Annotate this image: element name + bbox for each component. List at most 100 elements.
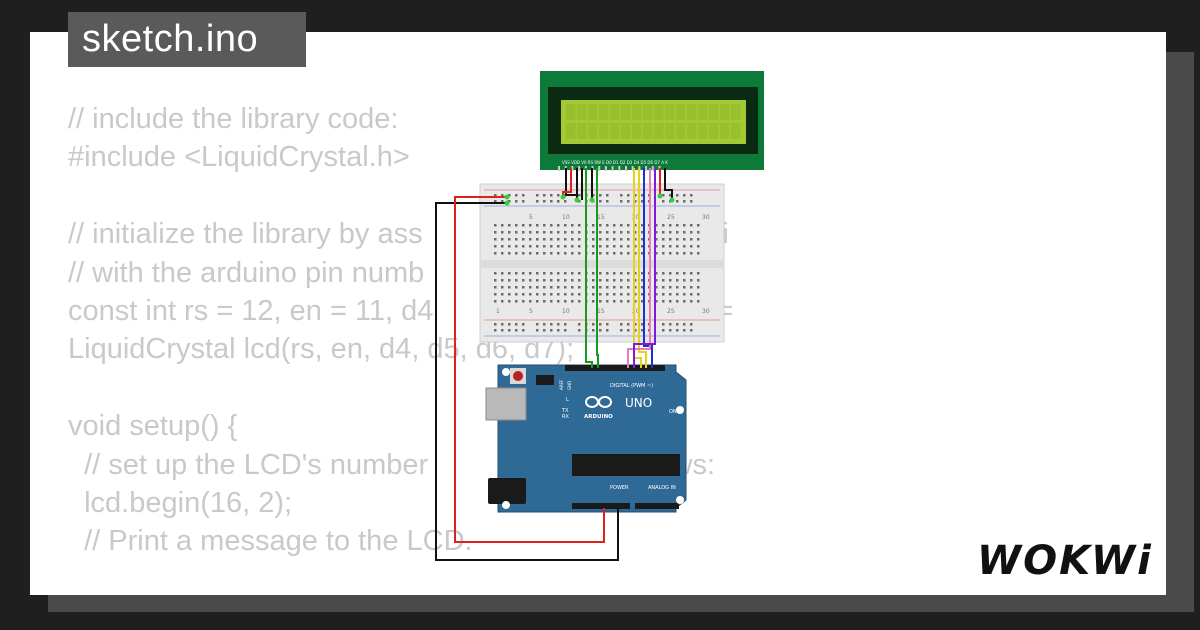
breadboard-hole [571,300,574,303]
breadboard-hole [536,329,539,332]
breadboard-hole [606,329,609,332]
breadboard-hole [690,200,693,203]
d4-wire [633,168,642,368]
breadboard-hole [522,272,525,275]
breadboard-hole [634,293,637,296]
breadboard-hole [606,200,609,203]
breadboard-hole [641,238,644,241]
breadboard-hole [557,323,560,326]
breadboard-hole [501,238,504,241]
breadboard-hole [536,300,539,303]
breadboard-hole [578,231,581,234]
breadboard-hole [599,245,602,248]
breadboard-hole [690,194,693,197]
breadboard-hole [501,300,504,303]
breadboard-hole [543,194,546,197]
breadboard-hole [543,252,546,255]
breadboard-hole [606,272,609,275]
breadboard-hole [494,200,497,203]
breadboard-hole [508,286,511,289]
breadboard-hole [662,286,665,289]
breadboard-hole [669,329,672,332]
breadboard-hole [599,293,602,296]
power-label: POWER [610,485,629,491]
rs-wire [585,168,593,368]
breadboard-hole [578,194,581,197]
lcd-pin [558,166,560,171]
lcd-pin-labels: VSS VDD V0 RS RW E D0 D1 D2 D3 D4 D5 D6 … [562,160,668,165]
breadboard-hole [613,231,616,234]
breadboard-hole [634,238,637,241]
breadboard-hole [620,200,623,203]
d7-wire [627,168,651,368]
breadboard-hole [669,279,672,282]
breadboard-hole [536,238,539,241]
5v-wire [454,196,605,543]
breadboard-hole [662,323,665,326]
breadboard-hole [662,231,665,234]
breadboard-hole [613,279,616,282]
lcd-cell [665,123,675,139]
breadboard-hole [690,300,693,303]
breadboard-hole [669,231,672,234]
lcd-cell [687,104,697,120]
breadboard-hole [634,323,637,326]
lcd-cell [599,123,609,139]
breadboard-hole [494,245,497,248]
breadboard-hole [676,272,679,275]
lcd-pin [598,166,601,171]
breadboard-hole [627,293,630,296]
breadboard-hole [613,293,616,296]
breadboard-hole [557,245,560,248]
breadboard-hole [627,231,630,234]
breadboard-hole [592,238,595,241]
breadboard-hole [557,286,560,289]
breadboard-hole [662,293,665,296]
breadboard-hole [578,323,581,326]
breadboard-hole [557,252,560,255]
breadboard-hole [697,238,700,241]
breadboard-hole [550,323,553,326]
breadboard-hole [662,272,665,275]
breadboard-hole [494,252,497,255]
lcd-cell [731,123,741,139]
breadboard-hole [634,286,637,289]
breadboard-hole [592,286,595,289]
breadboard-hole [536,200,539,203]
breadboard-hole [690,231,693,234]
lcd-pin [625,166,627,171]
lcd-cell [577,104,587,120]
breadboard-hole [501,252,504,255]
breadboard-hole [627,279,630,282]
breadboard-hole [634,300,637,303]
breadboard-hole [655,300,658,303]
analog-label: ANALOG IN [648,485,676,491]
breadboard-hole [669,224,672,227]
breadboard-hole [508,323,511,326]
breadboard-hole [662,329,665,332]
breadboard-hole [522,293,525,296]
breadboard-hole [557,194,560,197]
lcd-cell [676,104,686,120]
lcd-pin [651,166,654,171]
breadboard-hole [613,252,616,255]
breadboard-number: 10 [562,308,570,315]
breadboard-hole [515,200,518,203]
lcd-pin [631,166,634,171]
breadboard-hole [634,279,637,282]
breadboard-hole [508,279,511,282]
lcd-cell [588,123,598,139]
breadboard-hole [522,231,525,234]
lcd-cell [632,123,642,139]
breadboard-hole [564,272,567,275]
breadboard-hole [690,323,693,326]
breadboard-hole [550,272,553,275]
uno-label: UNO [625,396,652,410]
breadboard-hole [571,272,574,275]
breadboard-hole [578,245,581,248]
lcd-pin [578,166,581,171]
breadboard-hole [578,300,581,303]
rx-label: RX [562,414,569,420]
breadboard-hole [634,224,637,227]
breadboard-hole [508,293,511,296]
